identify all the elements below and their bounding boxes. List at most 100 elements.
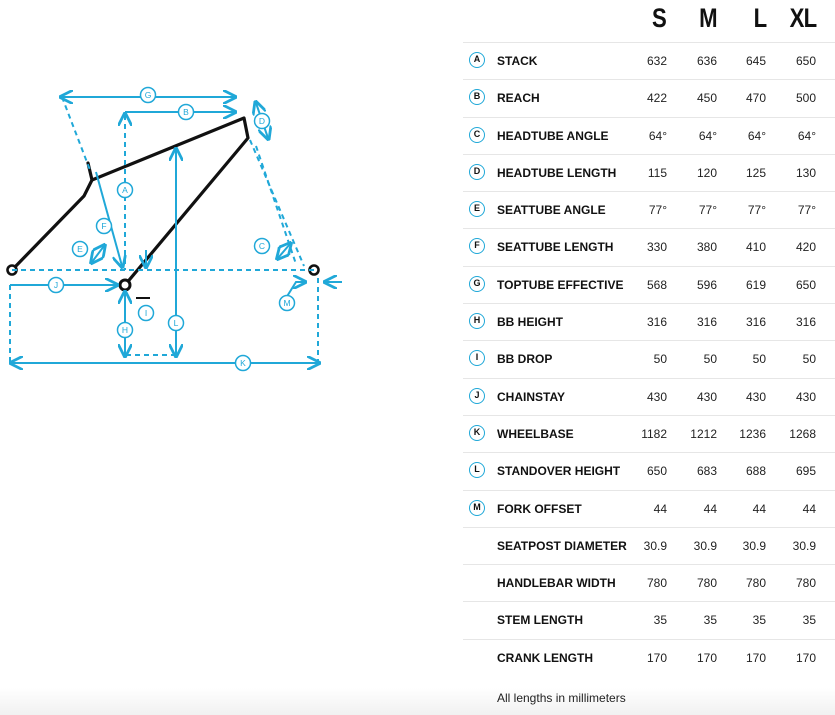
bottom-bracket <box>118 278 132 292</box>
row-value-m: 780 <box>696 576 717 591</box>
row-value-s: 780 <box>646 576 667 591</box>
svg-text:A: A <box>122 185 128 195</box>
svg-text:C: C <box>259 241 265 251</box>
row-value-xl: 695 <box>795 464 816 479</box>
row-badge: D <box>469 163 485 180</box>
row-value-s: 35 <box>653 613 667 628</box>
row-badge: M <box>469 499 485 516</box>
bike-geometry-diagram: A B C D E F G H I J K L M <box>6 86 342 372</box>
row-label: WHEELBASE <box>497 426 574 441</box>
row-value-s: 330 <box>646 240 667 255</box>
row-label: STACK <box>497 54 538 68</box>
svg-text:E: E <box>77 244 83 254</box>
row-value-s: 316 <box>646 315 667 330</box>
size-m-header: M <box>699 3 717 33</box>
row-label: HANDLEBAR WIDTH <box>497 576 616 591</box>
badge-i: I <box>137 304 155 322</box>
svg-text:D: D <box>259 116 265 126</box>
bike-frame <box>10 116 250 287</box>
badge-m: M <box>278 294 296 312</box>
row-value-m: 35 <box>703 613 717 628</box>
badge-l: L <box>167 314 185 332</box>
row-value-l: 410 <box>745 240 766 255</box>
row-value-l: 470 <box>745 91 766 106</box>
row-value-m: 316 <box>696 315 717 330</box>
diagram-badges: A B C D E F G H I J K L M <box>47 86 296 372</box>
row-value-l: 780 <box>745 576 766 591</box>
row-value-l: 688 <box>745 464 766 479</box>
svg-text:L: L <box>174 318 179 328</box>
row-value-xl: 650 <box>795 277 816 292</box>
row-value-xl: 64° <box>797 128 816 143</box>
size-xl-header: XL <box>789 3 817 33</box>
row-badge: I <box>469 350 485 367</box>
row-value-xl: 35 <box>802 613 816 628</box>
row-label: REACH <box>497 91 540 106</box>
size-s-header: S <box>652 3 667 33</box>
row-badge: H <box>469 313 485 330</box>
row-value-s: 44 <box>653 501 667 516</box>
row-value-m: 64° <box>698 128 717 143</box>
row-value-l: 619 <box>745 277 766 292</box>
row-value-s: 430 <box>646 389 667 404</box>
row-value-m: 450 <box>696 91 717 106</box>
row-value-m: 636 <box>696 54 717 68</box>
badge-d: D <box>253 112 271 130</box>
row-value-s: 632 <box>646 54 667 68</box>
row-badge: G <box>469 275 485 292</box>
row-label: BB HEIGHT <box>497 315 563 330</box>
row-label: SEATTUBE LENGTH <box>497 240 614 255</box>
geometry-row: HANDLEBAR WIDTH 780 780 780 780 <box>463 564 835 601</box>
row-value-s: 650 <box>646 464 667 479</box>
row-value-xl: 50 <box>802 352 816 367</box>
row-value-l: 430 <box>745 389 766 404</box>
row-value-s: 115 <box>647 165 667 180</box>
svg-text:K: K <box>240 358 246 368</box>
row-badge: K <box>469 424 485 441</box>
badge-k: K <box>234 354 252 372</box>
row-value-m: 683 <box>696 464 717 479</box>
badge-f: F <box>95 217 113 235</box>
row-value-xl: 170 <box>795 650 816 665</box>
row-label: SEATTUBE ANGLE <box>497 203 606 218</box>
row-value-m: 170 <box>696 650 717 665</box>
row-badge: J <box>469 387 485 404</box>
row-value-m: 596 <box>696 277 717 292</box>
svg-text:H: H <box>122 325 128 335</box>
row-value-xl: 316 <box>795 315 816 330</box>
row-badge: F <box>469 238 485 255</box>
svg-text:F: F <box>101 221 106 231</box>
row-value-s: 50 <box>653 352 667 367</box>
row-value-xl: 500 <box>795 91 816 106</box>
svg-text:G: G <box>145 90 152 100</box>
row-value-l: 77° <box>747 203 766 218</box>
badge-g: G <box>139 86 157 104</box>
row-label: HEADTUBE LENGTH <box>497 165 617 180</box>
row-value-s: 170 <box>646 650 667 665</box>
size-l-header: L <box>753 3 768 33</box>
row-value-m: 30.9 <box>693 538 717 553</box>
row-value-s: 64° <box>648 128 667 143</box>
row-badge: L <box>469 462 485 479</box>
row-value-l: 170 <box>745 650 766 665</box>
row-badge: B <box>469 89 485 106</box>
row-value-l: 64° <box>747 128 766 143</box>
svg-text:B: B <box>183 107 189 117</box>
row-value-l: 44 <box>752 501 766 516</box>
units-note: All lengths in millimeters <box>497 691 626 705</box>
row-value-xl: 780 <box>795 576 816 591</box>
row-value-m: 120 <box>696 165 717 180</box>
badge-h: H <box>116 321 134 339</box>
